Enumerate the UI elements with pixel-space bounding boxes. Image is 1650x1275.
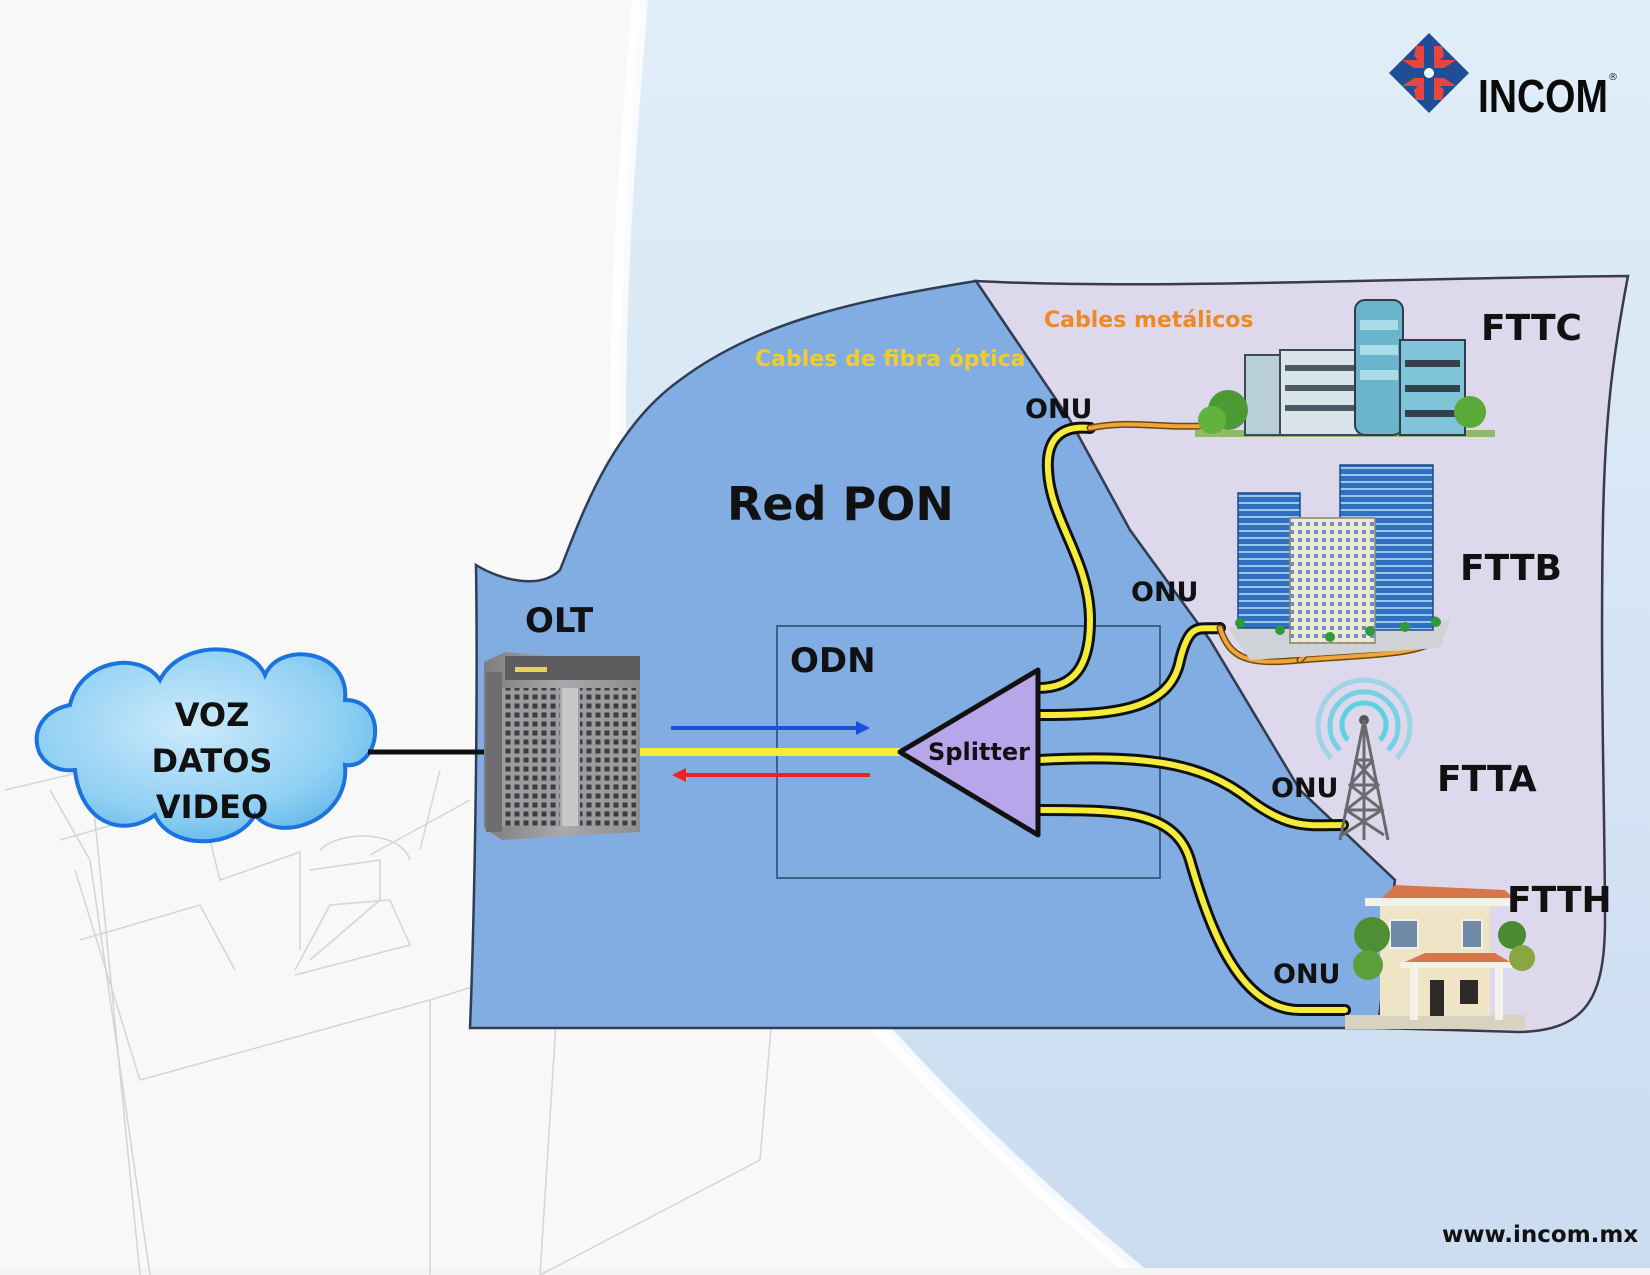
antenna-tower-icon (1315, 677, 1413, 841)
services-cloud: VOZ DATOS VIDEO (34, 647, 378, 844)
upstream-arrow (672, 768, 870, 782)
pon-title: Red PON (727, 477, 954, 531)
endpoint-label-fttb: FTTB (1460, 548, 1562, 589)
fiber-cables-label: Cables de fibra óptica (755, 347, 1026, 372)
house-icon (1345, 885, 1535, 1029)
distribution-fibers (1032, 421, 1351, 1016)
endpoint-label-ftta: FTTA (1437, 759, 1537, 800)
pon-network-area (468, 279, 1397, 1030)
cloud-line-video: VIDEO (156, 788, 268, 826)
optical-splitter: Splitter (897, 667, 1041, 838)
incom-logo: INCOM ® (1389, 33, 1618, 122)
office-building-icon (1195, 299, 1495, 437)
splitter-label: Splitter (928, 738, 1030, 766)
onu-label-ftta: ONU (1271, 773, 1338, 804)
metallic-cables-label: Cables metálicos (1044, 308, 1254, 333)
olt-rack-icon (484, 652, 640, 840)
endpoint-label-fttc: FTTC (1481, 308, 1582, 349)
odn-label: ODN (790, 641, 876, 681)
website-url[interactable]: www.incom.mx (1442, 1222, 1638, 1248)
registered-mark: ® (1608, 72, 1618, 83)
cloud-line-voz: VOZ (175, 696, 250, 734)
onu-label-ftth: ONU (1273, 959, 1340, 990)
skyscrapers-icon (1228, 464, 1450, 660)
incom-diamond-icon (1389, 33, 1469, 113)
onu-label-fttc: ONU (1025, 394, 1092, 425)
cloud-line-datos: DATOS (152, 742, 273, 780)
olt-label: OLT (525, 601, 594, 641)
onu-label-fttb: ONU (1131, 577, 1198, 608)
incom-wordmark: INCOM (1478, 70, 1608, 122)
endpoint-label-ftth: FTTH (1507, 880, 1612, 921)
downstream-arrow (671, 721, 870, 735)
